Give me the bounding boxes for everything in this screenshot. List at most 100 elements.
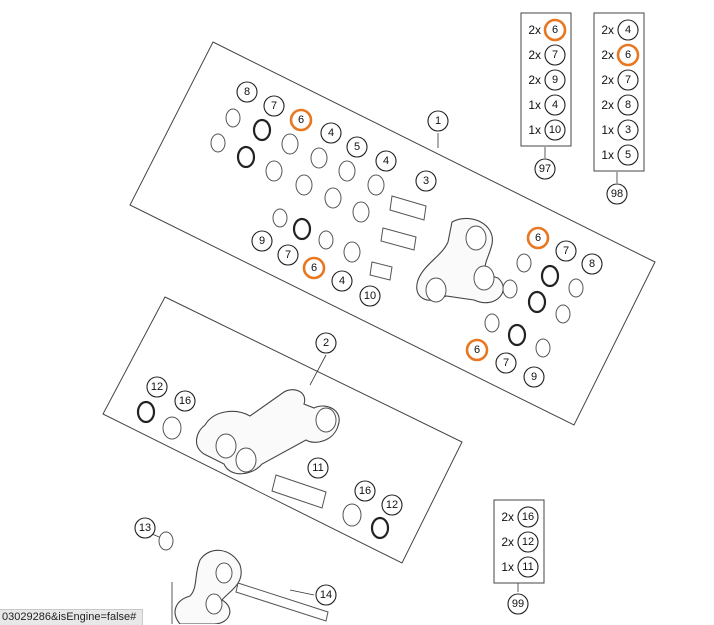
callout-part: 14 bbox=[315, 584, 337, 606]
callout-circle bbox=[617, 119, 639, 141]
bushing bbox=[310, 147, 328, 169]
callout-number: 99 bbox=[512, 598, 524, 610]
kit-quantity: 1x bbox=[528, 98, 541, 112]
bushing bbox=[502, 279, 518, 299]
callout-circle bbox=[315, 332, 337, 354]
bushing bbox=[281, 133, 299, 155]
kit-box-frame bbox=[593, 12, 645, 172]
callout-circle bbox=[359, 285, 381, 307]
kit-quantity: 2x bbox=[528, 73, 541, 87]
callout-number: 6 bbox=[474, 344, 480, 356]
callout-number: 3 bbox=[423, 175, 429, 187]
callout-number: 8 bbox=[589, 258, 595, 270]
kit-part-callout: 16 bbox=[517, 506, 539, 528]
callout-part: 13 bbox=[134, 517, 156, 539]
callout-circle-highlighted bbox=[543, 18, 567, 42]
callout-number: 6 bbox=[625, 49, 631, 61]
kit-quantity: 2x bbox=[501, 510, 514, 524]
kit-part-callout: 9 bbox=[544, 69, 566, 91]
sleeve-3 bbox=[389, 195, 427, 221]
callout-circle bbox=[427, 110, 449, 132]
linkage-lever-panel bbox=[102, 296, 463, 564]
callout-number: 6 bbox=[535, 232, 541, 244]
bushing bbox=[162, 416, 182, 440]
callout-circle bbox=[517, 556, 539, 578]
callout-circle bbox=[251, 230, 273, 252]
callout-circle bbox=[617, 94, 639, 116]
sleeve-5 bbox=[380, 227, 417, 251]
callout-kit-number: 99 bbox=[507, 593, 529, 615]
callout-part: 7 bbox=[277, 244, 299, 266]
callout-circle bbox=[617, 69, 639, 91]
seal-ring bbox=[225, 108, 241, 128]
bushing bbox=[318, 230, 334, 250]
callout-number: 13 bbox=[139, 522, 151, 534]
callout-part: 7 bbox=[263, 95, 285, 117]
kit-quantity: 2x bbox=[528, 48, 541, 62]
lever-bore bbox=[215, 433, 237, 459]
callout-number: 16 bbox=[359, 485, 371, 497]
callout-circle-highlighted bbox=[302, 256, 326, 280]
bearing-ring bbox=[540, 264, 560, 288]
bearing-ring bbox=[136, 400, 156, 424]
callout-part: 5 bbox=[346, 136, 368, 158]
callout-circle bbox=[174, 390, 196, 412]
washer-13 bbox=[158, 531, 174, 551]
callout-circle bbox=[315, 584, 337, 606]
callout-part: 7 bbox=[555, 240, 577, 262]
kit-part-callout: 10 bbox=[544, 119, 566, 141]
bushing bbox=[484, 313, 500, 333]
callout-number: 6 bbox=[311, 262, 317, 274]
rocker-bore bbox=[465, 225, 487, 251]
bottom-assembly-parts bbox=[158, 531, 329, 624]
seal-ring bbox=[568, 278, 584, 298]
bolt-14 bbox=[235, 582, 329, 622]
callout-number: 3 bbox=[625, 124, 631, 136]
callout-number: 7 bbox=[552, 49, 558, 61]
bearing-ring bbox=[370, 516, 390, 540]
callout-circle bbox=[534, 158, 556, 180]
callout-part: 6 bbox=[302, 256, 326, 280]
callout-number: 9 bbox=[259, 235, 265, 247]
callout-number: 16 bbox=[179, 395, 191, 407]
bushing bbox=[295, 174, 313, 196]
kit-quantity: 2x bbox=[501, 535, 514, 549]
callout-circle-highlighted bbox=[616, 43, 640, 67]
kit-part-callout: 8 bbox=[617, 94, 639, 116]
kit-quantity: 2x bbox=[601, 73, 614, 87]
callout-number: 4 bbox=[339, 275, 345, 287]
callout-number: 7 bbox=[625, 74, 631, 86]
callout-number: 7 bbox=[503, 357, 509, 369]
callout-kit-number: 97 bbox=[534, 158, 556, 180]
lever-bore bbox=[235, 447, 257, 473]
bushing bbox=[342, 503, 362, 527]
leader-2 bbox=[309, 354, 327, 386]
callout-part: 16 bbox=[354, 480, 376, 502]
callout-circle-highlighted bbox=[465, 338, 489, 362]
kit-quantity: 2x bbox=[601, 48, 614, 62]
callout-circle bbox=[544, 69, 566, 91]
callout-part: 16 bbox=[174, 390, 196, 412]
bottom-bore bbox=[205, 593, 223, 615]
kit-part-callout: 6 bbox=[543, 18, 567, 42]
callout-circle bbox=[346, 136, 368, 158]
callout-number: 98 bbox=[611, 188, 623, 200]
callout-circle bbox=[320, 122, 342, 144]
callout-number: 1 bbox=[435, 115, 441, 127]
callout-part: 7 bbox=[495, 352, 517, 374]
kit-quantity: 1x bbox=[601, 148, 614, 162]
callout-circle bbox=[354, 480, 376, 502]
leader-14 bbox=[289, 589, 315, 596]
bearing-ring bbox=[236, 145, 256, 169]
callout-main-assembly: 1 bbox=[427, 110, 449, 132]
rocker-bore bbox=[425, 277, 447, 303]
callout-number: 11 bbox=[522, 561, 533, 573]
callout-circle-highlighted bbox=[289, 108, 313, 132]
callout-number: 4 bbox=[328, 127, 334, 139]
callout-number: 16 bbox=[522, 511, 534, 523]
callout-circle-highlighted bbox=[526, 226, 550, 250]
kit-part-callout: 5 bbox=[617, 144, 639, 166]
main-assembly-panel bbox=[129, 41, 656, 426]
